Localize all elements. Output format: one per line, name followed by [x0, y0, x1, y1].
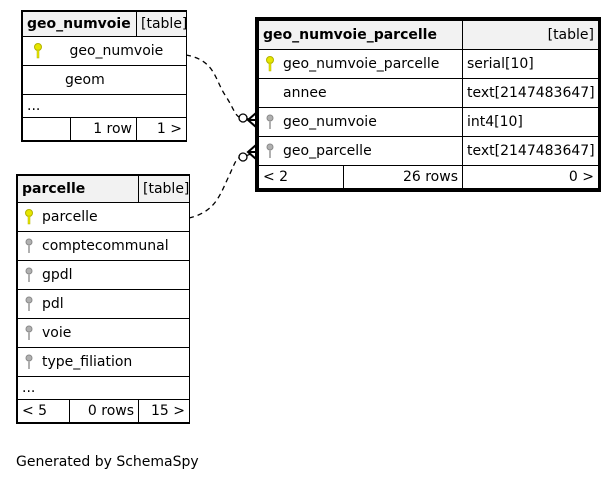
column-name: type_filiation [42, 354, 133, 370]
table-parcelle[interactable]: parcelle [table] parcelle comptecommunal… [16, 174, 191, 424]
foreign-key-icon [22, 296, 36, 312]
table-row[interactable]: comptecommunal [16, 231, 191, 261]
column-name: geo_parcelle [283, 143, 372, 159]
column-name: pdl [42, 296, 64, 312]
table-kind: [table] [138, 175, 191, 203]
table-title: geo_numvoie_parcelle [258, 20, 463, 50]
more-columns: ... [16, 376, 191, 400]
relation-geo-numvoie [185, 54, 257, 121]
table-row[interactable]: geo_numvoie [21, 36, 188, 66]
table-row[interactable]: geo_parcelle text[2147483647] [258, 136, 599, 166]
table-row[interactable]: type_filiation [16, 347, 191, 377]
foreign-key-icon [22, 354, 36, 370]
table-row[interactable]: geo_numvoie int4[10] [258, 107, 599, 137]
column-type: int4[10] [462, 107, 599, 137]
table-geo-numvoie-parcelle[interactable]: geo_numvoie_parcelle [table] geo_numvoie… [255, 17, 601, 192]
table-kind: [table] [462, 20, 599, 50]
foreign-key-icon [22, 325, 36, 341]
table-row[interactable]: pdl [16, 289, 191, 319]
table-title: geo_numvoie [21, 11, 138, 37]
relation-geo-numvoie-end [238, 113, 248, 123]
footer-right[interactable]: 1 > [136, 117, 188, 141]
row-count: 1 row [69, 117, 138, 141]
generated-by-label: Generated by SchemaSpy [16, 454, 199, 470]
column-name: comptecommunal [42, 238, 169, 254]
table-title: parcelle [16, 175, 140, 203]
foreign-key-icon [263, 114, 277, 130]
table-row[interactable]: parcelle [16, 202, 191, 232]
row-count: 0 rows [68, 399, 140, 423]
column-name: annee [258, 78, 463, 108]
column-name: parcelle [42, 209, 98, 225]
column-name: gpdl [42, 267, 73, 283]
foreign-key-icon [263, 143, 277, 159]
footer-right[interactable]: 0 > [462, 165, 599, 189]
more-columns: ... [21, 94, 188, 118]
footer-right[interactable]: 15 > [138, 399, 191, 423]
column-name: geo_numvoie_parcelle [283, 56, 440, 72]
column-type: serial[10] [462, 49, 599, 79]
table-row[interactable]: geom [21, 65, 188, 95]
table-row[interactable]: geo_numvoie_parcelle serial[10] [258, 49, 599, 79]
row-count: 26 rows [343, 165, 463, 189]
relation-geo-numvoie-crowfoot [246, 112, 257, 128]
foreign-key-icon [22, 238, 36, 254]
table-row[interactable]: voie [16, 318, 191, 348]
table-row[interactable]: gpdl [16, 260, 191, 290]
column-name: geo_numvoie [69, 43, 164, 59]
relation-parcelle-crowfoot [246, 144, 257, 160]
table-kind: [table] [136, 11, 188, 37]
primary-key-icon [263, 56, 277, 72]
primary-key-icon [31, 43, 45, 59]
primary-key-icon [22, 209, 36, 225]
column-name: geom [21, 65, 188, 95]
column-type: text[2147483647] [462, 78, 599, 108]
relation-parcelle-end [238, 152, 248, 162]
column-name: voie [42, 325, 72, 341]
foreign-key-icon [22, 267, 36, 283]
table-row[interactable]: annee text[2147483647] [258, 78, 599, 108]
footer-left[interactable]: < 5 [17, 399, 70, 423]
column-type: text[2147483647] [462, 136, 599, 166]
table-geo-numvoie[interactable]: geo_numvoie [table] geo_numvoie geom ...… [21, 10, 188, 142]
column-name: geo_numvoie [283, 114, 377, 130]
footer-left [22, 117, 71, 141]
relation-parcelle [188, 151, 257, 219]
footer-left[interactable]: < 2 [258, 165, 344, 189]
